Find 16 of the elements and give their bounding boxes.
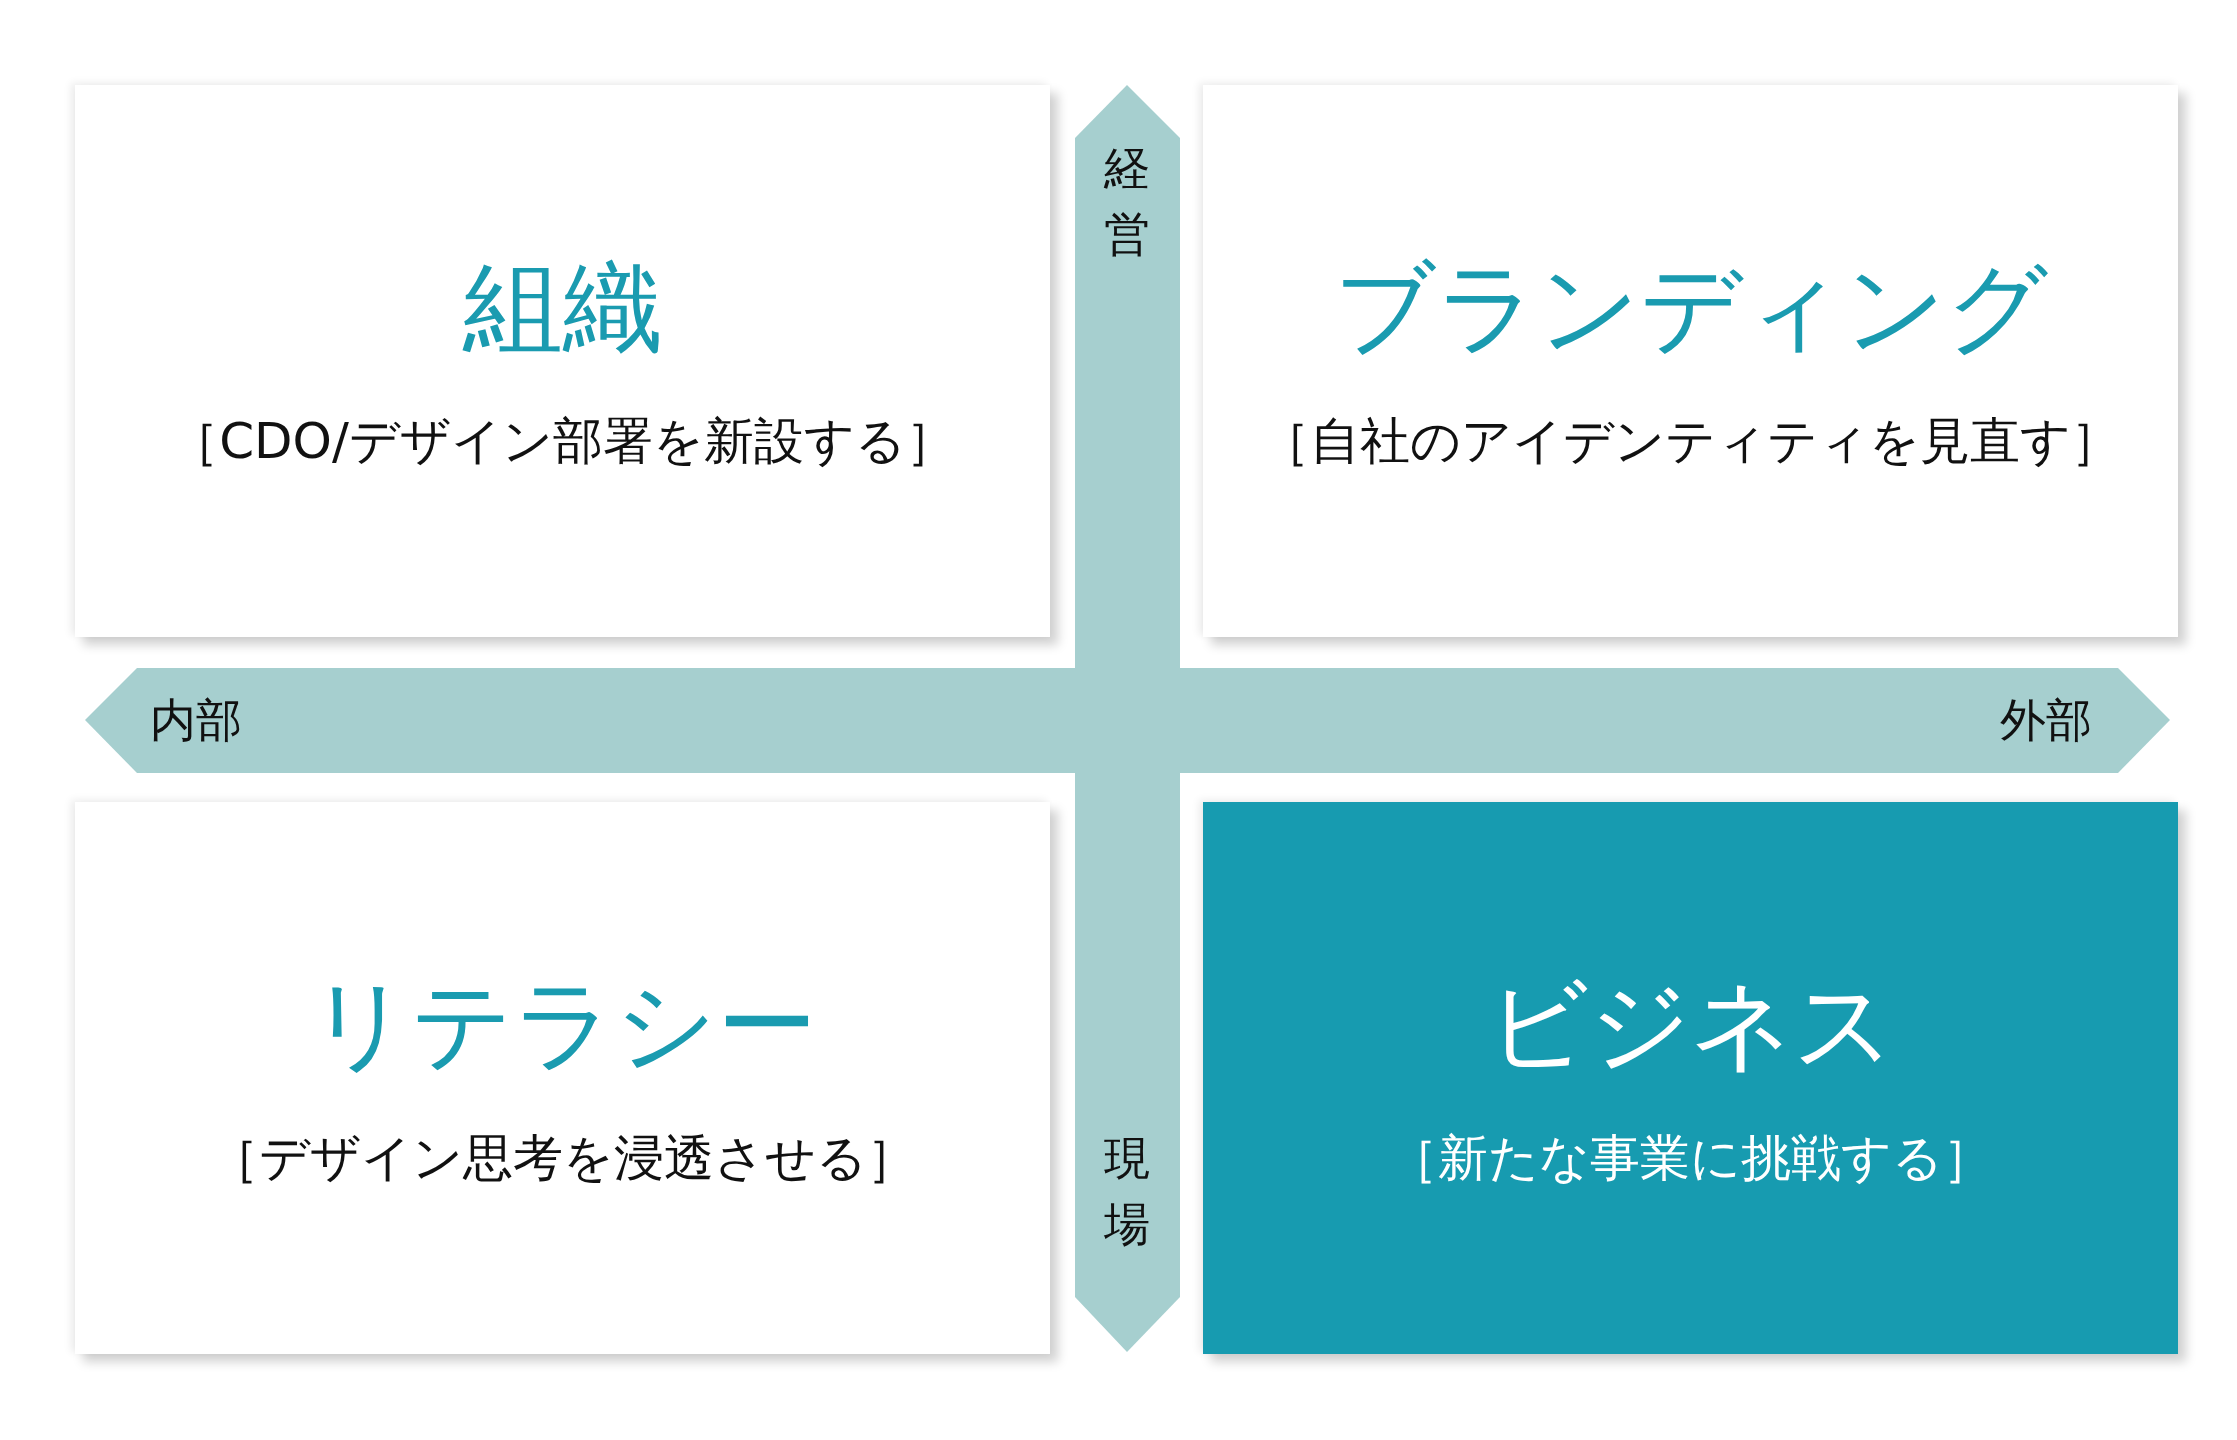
quadrant-description: ［デザイン思考を浸透させる］ (208, 1127, 917, 1189)
axis-label: 現場 (1103, 1130, 1151, 1253)
quadrant-title: ブランディング (1333, 247, 2048, 368)
axis-label: 内部 (150, 692, 242, 749)
quadrant-box (75, 85, 1050, 637)
quadrant-title: 組織 (462, 247, 663, 368)
quadrant-box (75, 802, 1050, 1354)
quadrant-title: リテラシー (308, 964, 817, 1085)
quadrant-description: ［自社のアイデンティティを見直す］ (1260, 410, 2121, 472)
quadrant-box (1203, 85, 2178, 637)
axis-label: 外部 (2000, 692, 2092, 749)
quadrant-description: ［新たな事業に挑戦する］ (1388, 1127, 1993, 1189)
quadrant-title: ビジネス (1486, 964, 1895, 1085)
axis-label: 経営 (1103, 140, 1151, 263)
quadrant-description: ［CDO/デザイン部署を新設する］ (169, 410, 956, 472)
quadrant-box (1203, 802, 2178, 1354)
